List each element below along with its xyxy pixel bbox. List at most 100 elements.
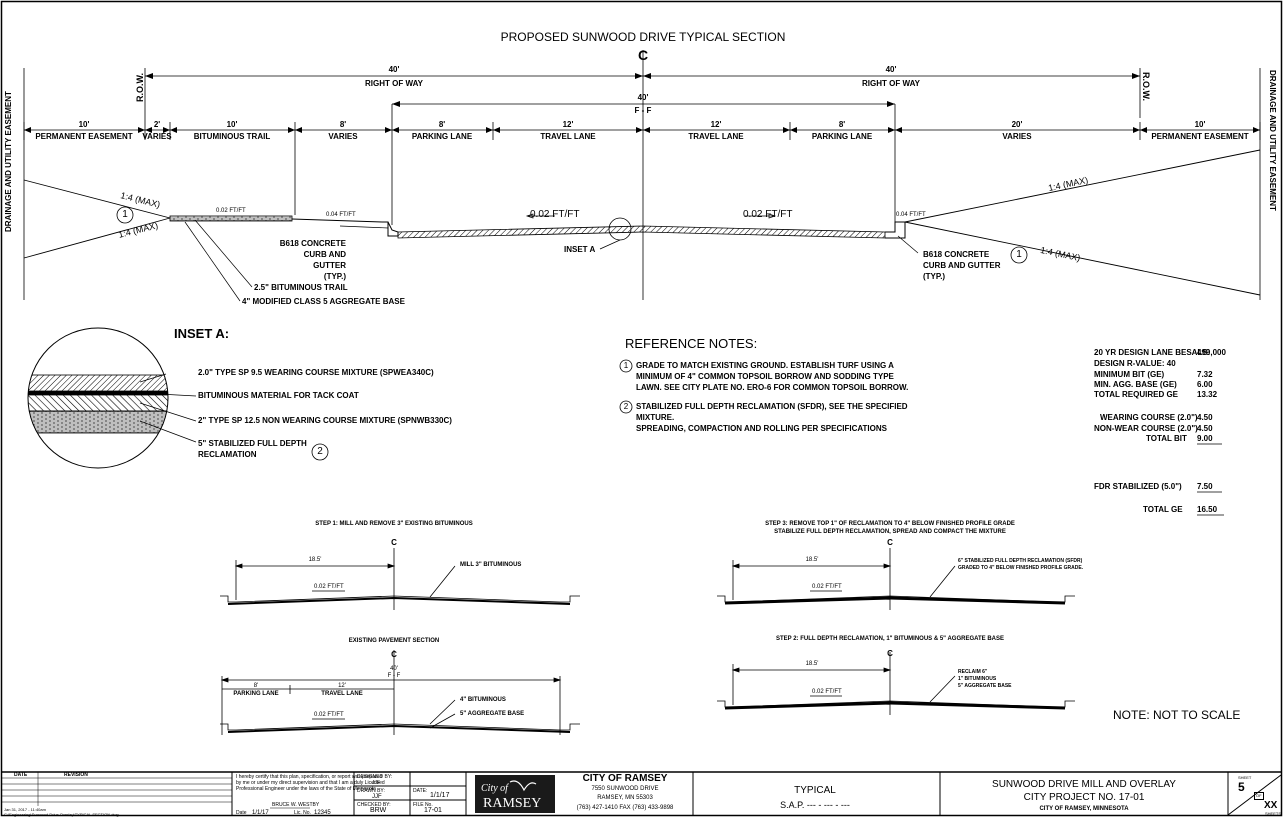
tb-revision-header: REVISION bbox=[64, 772, 88, 778]
tb-designed-by-label: DESIGNED BY: bbox=[357, 774, 393, 780]
step1-dim: 18.5' bbox=[308, 557, 322, 563]
ff-width: 40' bbox=[637, 93, 649, 102]
step2-dim: 18.5' bbox=[805, 661, 819, 667]
tb-checked-by-label: CHECKED BY: bbox=[357, 802, 391, 808]
row-right-width: 40' bbox=[885, 65, 897, 74]
existing-seg-dim: 12' bbox=[338, 683, 346, 689]
inset-layer: 2.0" TYPE SP 9.5 WEARING COURSE MIXTURE … bbox=[198, 368, 434, 377]
centerline-symbol: C bbox=[637, 47, 649, 63]
reference-note: GRADE TO MATCH EXISTING GROUND. ESTABLIS… bbox=[636, 361, 909, 392]
tb-date-value: 1/1/17 bbox=[252, 810, 269, 816]
inset-reference: INSET A bbox=[564, 245, 596, 254]
step1-title: STEP 1: MILL AND REMOVE 3" EXISTING BITU… bbox=[315, 521, 473, 527]
row-left-width: 40' bbox=[388, 65, 400, 74]
inset-layer: BITUMINOUS MATERIAL FOR TACK COAT bbox=[198, 391, 359, 400]
tb-engineer-name: BRUCE W. WESTBY bbox=[272, 802, 320, 808]
slope-label: 0.02 FT/FT bbox=[743, 209, 793, 220]
row-left-label: RIGHT OF WAY bbox=[365, 79, 423, 88]
segment-label: TRAVEL LANE bbox=[540, 132, 596, 141]
centerline-symbol: C bbox=[887, 538, 893, 547]
design-label: 20 YR DESIGN LANE BESALS: bbox=[1094, 348, 1211, 357]
existing-note: 4" BITUMINOUS bbox=[460, 697, 506, 703]
scale-note: NOTE: NOT TO SCALE bbox=[1113, 708, 1241, 722]
trail-surface-label: 2.5" BITUMINOUS TRAIL bbox=[254, 283, 348, 292]
tb-checked-by-value: BRW bbox=[370, 807, 387, 814]
reference-notes-title: REFERENCE NOTES: bbox=[625, 336, 758, 351]
slope-label: 0.04 FT/FT bbox=[896, 212, 926, 218]
segment-label: VARIES bbox=[1002, 132, 1032, 141]
easement-label-left: DRAINAGE AND UTILITY EASEMENT bbox=[4, 91, 13, 232]
segment-label: PARKING LANE bbox=[411, 132, 473, 141]
tb-address2: RAMSEY, MN 55303 bbox=[597, 795, 653, 801]
segment-dim: 12' bbox=[710, 120, 722, 129]
tb-license-value: 12345 bbox=[314, 810, 331, 816]
slope-label: 0.02 FT/FT bbox=[530, 209, 580, 220]
tb-date2-value: 1/1/17 bbox=[430, 792, 450, 799]
design-value: 9.00 bbox=[1197, 434, 1213, 443]
row-marker-left: R.O.W. bbox=[135, 73, 145, 102]
easement-label-right: DRAINAGE AND UTILITY EASEMENT bbox=[1268, 70, 1277, 211]
circle-note-2: 2 bbox=[317, 446, 323, 457]
reference-note: STABILIZED FULL DEPTH RECLAMATION (SFDR)… bbox=[636, 402, 908, 433]
trail-base-label: 4" MODIFIED CLASS 5 AGGREGATE BASE bbox=[242, 297, 405, 306]
logo-ramsey: RAMSEY bbox=[483, 796, 542, 811]
logo-city-of: City of bbox=[481, 783, 508, 794]
ff-label: F - F bbox=[634, 106, 652, 115]
design-value: 16.50 bbox=[1197, 505, 1218, 514]
tb-drawn-by-value: JJF bbox=[372, 794, 382, 800]
existing-ff: 40' bbox=[390, 666, 398, 672]
segment-dim: 10' bbox=[226, 120, 238, 129]
design-label: WEARING COURSE (2.0") bbox=[1100, 413, 1198, 422]
segment-dim: 8' bbox=[438, 120, 446, 129]
tb-date-label: Date bbox=[236, 810, 247, 816]
existing-seg-label: PARKING LANE bbox=[233, 691, 279, 697]
segment-dim: 10' bbox=[78, 120, 90, 129]
step3-title: STEP 3: REMOVE TOP 1" OF RECLAMATION TO … bbox=[765, 521, 1015, 527]
design-label: DESIGN R-VALUE: 40 bbox=[1094, 359, 1176, 368]
segment-dim: 10' bbox=[1194, 120, 1206, 129]
segment-label: TRAVEL LANE bbox=[688, 132, 744, 141]
segment-dim: 8' bbox=[838, 120, 846, 129]
segment-dim: 8' bbox=[339, 120, 347, 129]
curb-label-right: B618 CONCRETE CURB AND GUTTER (TYP.) bbox=[923, 250, 1001, 281]
step2-slope: 0.02 FT/FT bbox=[812, 689, 842, 695]
centerline-symbol: C bbox=[391, 650, 397, 659]
inset-layer: 5" STABILIZED FULL DEPTH RECLAMATION bbox=[198, 439, 307, 459]
drawing-title: PROPOSED SUNWOOD DRIVE TYPICAL SECTION bbox=[500, 30, 786, 44]
step3-note: 6" STABILIZED FULL DEPTH RECLAMATION (SF… bbox=[958, 558, 1084, 571]
segment-label: VARIES bbox=[142, 132, 172, 141]
design-value: 4.50 bbox=[1197, 424, 1213, 433]
segment-label: PERMANENT EASEMENT bbox=[1151, 132, 1249, 141]
segment-dim: 20' bbox=[1011, 120, 1023, 129]
design-label: FDR STABILIZED (5.0") bbox=[1094, 482, 1182, 491]
slope-label: 0.02 FT/FT bbox=[216, 208, 246, 214]
tb-project-number: CITY PROJECT NO. 17-01 bbox=[1023, 792, 1145, 803]
tb-designed-by-value: JJF bbox=[372, 780, 381, 786]
design-value: 13.32 bbox=[1197, 390, 1218, 399]
centerline-symbol: C bbox=[391, 538, 397, 547]
design-value: 499,000 bbox=[1197, 348, 1226, 357]
segment-label: BITUMINOUS TRAIL bbox=[193, 132, 271, 141]
row-marker-right: R.O.W. bbox=[1141, 72, 1151, 101]
tb-of-label: OF bbox=[1254, 792, 1264, 800]
tb-drawn-by-label: DRAWN BY: bbox=[357, 788, 385, 794]
existing-title: EXISTING PAVEMENT SECTION bbox=[348, 638, 440, 644]
existing-ff-label: F - F bbox=[387, 673, 401, 679]
design-label: MIN. AGG. BASE (GE) bbox=[1094, 380, 1177, 389]
design-value: 7.50 bbox=[1197, 482, 1213, 491]
design-label: MINIMUM BIT (GE) bbox=[1094, 370, 1165, 379]
step2-title: STEP 2: FULL DEPTH RECLAMATION, 1" BITUM… bbox=[775, 636, 1005, 642]
circle-note-1: 1 bbox=[1016, 249, 1022, 260]
tb-phone: (763) 427-1410 FAX (763) 433-9898 bbox=[576, 805, 674, 811]
existing-note: 5" AGGREGATE BASE bbox=[460, 711, 525, 717]
tb-address1: 7550 SUNWOOD DRIVE bbox=[591, 786, 659, 792]
inset-title: INSET A: bbox=[174, 326, 230, 341]
design-value: 7.32 bbox=[1197, 370, 1213, 379]
tb-license-label: Lic. No. bbox=[294, 810, 311, 816]
curb-label-left: B618 CONCRETE CURB AND GUTTER (TYP.) bbox=[279, 239, 346, 281]
tb-sheet-label: SHEET bbox=[1238, 775, 1252, 780]
design-label: TOTAL BIT bbox=[1146, 434, 1187, 443]
